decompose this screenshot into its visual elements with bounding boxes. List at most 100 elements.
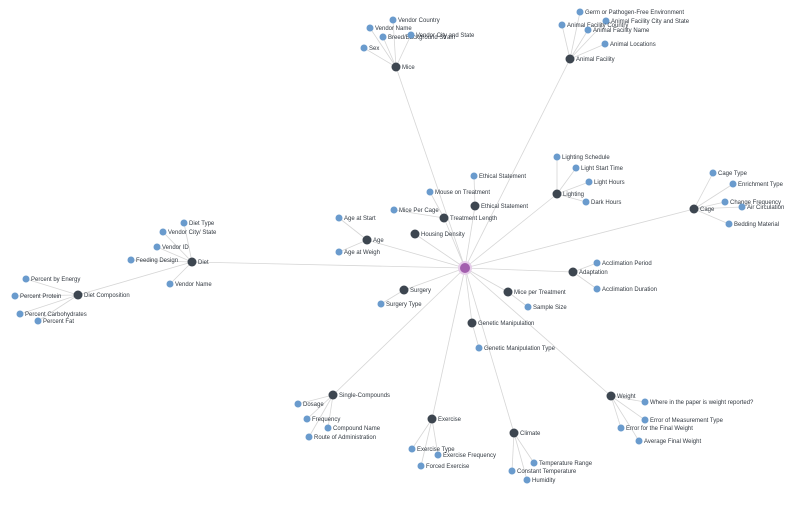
node-treatment-length[interactable]: Treatment Length [439, 213, 498, 223]
node-genetic-manipulation-dot[interactable] [467, 318, 477, 328]
node-sample-size[interactable]: Sample Size [524, 303, 568, 312]
node-single-compounds-dot[interactable] [328, 390, 338, 400]
node-temperature-range-dot[interactable] [530, 459, 538, 467]
node-exercise-dot[interactable] [427, 414, 437, 424]
node-compound-name-dot[interactable] [324, 424, 332, 432]
node-mice-per-cage-dot[interactable] [390, 206, 398, 214]
node-weight-reported[interactable]: Where in the paper is weight reported? [641, 398, 755, 407]
node-animal-locations-dot[interactable] [601, 40, 609, 48]
node-acclimation-period-dot[interactable] [593, 259, 601, 267]
node-frequency-dot[interactable] [303, 415, 311, 423]
node-single-compounds[interactable]: Single-Compounds [328, 390, 391, 400]
node-lighting-schedule[interactable]: Lighting Schedule [553, 153, 611, 162]
node-animal-facility-city-state-dot[interactable] [602, 17, 610, 25]
node-percent-fat[interactable]: Percent Fat [34, 317, 75, 326]
node-lighting[interactable]: Lighting [552, 189, 585, 199]
node-change-frequency[interactable]: Change Frequency [721, 198, 782, 207]
node-root[interactable] [458, 261, 472, 275]
node-cage[interactable]: Cage [689, 204, 716, 214]
node-average-final-weight-dot[interactable] [635, 437, 643, 445]
node-exercise-frequency-dot[interactable] [434, 451, 442, 459]
node-breed-background-strain-dot[interactable] [379, 33, 387, 41]
node-sample-size-dot[interactable] [524, 303, 532, 311]
node-mouse-treatment[interactable]: Mouse on Treatment [426, 188, 491, 197]
node-percent-carbs-dot[interactable] [16, 310, 24, 318]
node-mice-vendor-name[interactable]: Vendor Name [366, 24, 413, 33]
node-animal-facility[interactable]: Animal Facility [565, 54, 615, 64]
node-diet-vendor-name[interactable]: Vendor Name [166, 280, 213, 289]
node-diet-dot[interactable] [187, 257, 197, 267]
node-animal-facility-name-dot[interactable] [584, 26, 592, 34]
node-percent-fat-dot[interactable] [34, 317, 42, 325]
node-diet-vendor-city-state-dot[interactable] [159, 228, 167, 236]
node-diet-type[interactable]: Diet Type [180, 219, 215, 228]
node-dark-hours[interactable]: Dark Hours [582, 198, 622, 207]
node-exercise-type-dot[interactable] [408, 445, 416, 453]
node-age-at-start[interactable]: Age at Start [335, 214, 377, 223]
node-ethical-statement-leaf-dot[interactable] [470, 172, 478, 180]
node-error-measurement-type[interactable]: Error of Measurement Type [641, 416, 724, 425]
node-age-at-start-dot[interactable] [335, 214, 343, 222]
node-climate-dot[interactable] [509, 428, 519, 438]
node-mice-per-treatment[interactable]: Mice per Treatment [503, 287, 567, 297]
node-lighting-dot[interactable] [552, 189, 562, 199]
node-animal-facility-country[interactable]: Animal Facility Country [558, 21, 629, 30]
node-enrichment-type[interactable]: Enrichment Type [729, 180, 784, 189]
node-humidity[interactable]: Humidity [523, 476, 556, 485]
node-percent-energy-dot[interactable] [22, 275, 30, 283]
node-surgery-dot[interactable] [399, 285, 409, 295]
node-root-dot[interactable] [458, 261, 472, 275]
node-treatment-length-dot[interactable] [439, 213, 449, 223]
node-bedding-material-dot[interactable] [725, 220, 733, 228]
node-climate[interactable]: Climate [509, 428, 542, 438]
node-age-dot[interactable] [362, 235, 372, 245]
node-compound-name[interactable]: Compound Name [324, 424, 381, 433]
node-exercise-frequency[interactable]: Exercise Frequency [434, 451, 497, 460]
node-adaptation[interactable]: Adaptation [568, 267, 608, 277]
node-constant-temperature-dot[interactable] [508, 467, 516, 475]
node-housing-density[interactable]: Housing Density [410, 229, 465, 239]
node-ethical-statement-hub[interactable]: Ethical Statement [470, 201, 529, 211]
node-error-final-weight-dot[interactable] [617, 424, 625, 432]
node-feeding-design-dot[interactable] [127, 256, 135, 264]
node-ethical-statement-hub-dot[interactable] [470, 201, 480, 211]
node-mice-dot[interactable] [391, 62, 401, 72]
node-feeding-design[interactable]: Feeding Design [127, 256, 179, 265]
node-mice-per-treatment-dot[interactable] [503, 287, 513, 297]
node-light-hours-dot[interactable] [585, 178, 593, 186]
node-air-circulation-dot[interactable] [738, 203, 746, 211]
node-mice-vendor-city-state-dot[interactable] [407, 31, 415, 39]
node-diet-vendor-city-state[interactable]: Vendor City/ State [159, 228, 218, 237]
node-acclimation-duration-dot[interactable] [593, 285, 601, 293]
node-acclimation-period[interactable]: Acclimation Period [593, 259, 652, 268]
node-sex-dot[interactable] [360, 44, 368, 52]
node-dosage-dot[interactable] [294, 400, 302, 408]
node-air-circulation[interactable]: Air Circulation [738, 203, 785, 212]
node-mice-per-cage[interactable]: Mice Per Cage [390, 206, 440, 215]
node-mice[interactable]: Mice [391, 62, 416, 72]
node-route-admin-dot[interactable] [305, 433, 313, 441]
node-weight[interactable]: Weight [606, 391, 636, 401]
node-animal-facility-city-state[interactable]: Animal Facility City and State [602, 17, 690, 26]
node-error-measurement-type-dot[interactable] [641, 416, 649, 424]
node-age-at-weigh[interactable]: Age at Weigh [335, 248, 380, 257]
node-diet-composition[interactable]: Diet Composition [73, 290, 130, 300]
node-error-final-weight[interactable]: Error for the Final Weight [617, 424, 694, 433]
node-forced-exercise-dot[interactable] [417, 462, 425, 470]
node-germ-free[interactable]: Germ or Pathogen-Free Environment [576, 8, 685, 17]
node-surgery[interactable]: Surgery [399, 285, 432, 295]
node-germ-free-dot[interactable] [576, 8, 584, 16]
node-change-frequency-dot[interactable] [721, 198, 729, 206]
node-acclimation-duration[interactable]: Acclimation Duration [593, 285, 658, 294]
node-light-hours[interactable]: Light Hours [585, 178, 625, 187]
node-route-admin[interactable]: Route of Administration [305, 433, 377, 442]
node-percent-protein-dot[interactable] [11, 292, 19, 300]
node-sex[interactable]: Sex [360, 44, 380, 53]
node-weight-dot[interactable] [606, 391, 616, 401]
node-genetic-manipulation[interactable]: Genetic Manipulation [467, 318, 535, 328]
node-cage-dot[interactable] [689, 204, 699, 214]
node-diet[interactable]: Diet [187, 257, 210, 267]
node-enrichment-type-dot[interactable] [729, 180, 737, 188]
node-mice-vendor-city-state[interactable]: Vendor City and State [407, 31, 476, 40]
node-lighting-schedule-dot[interactable] [553, 153, 561, 161]
